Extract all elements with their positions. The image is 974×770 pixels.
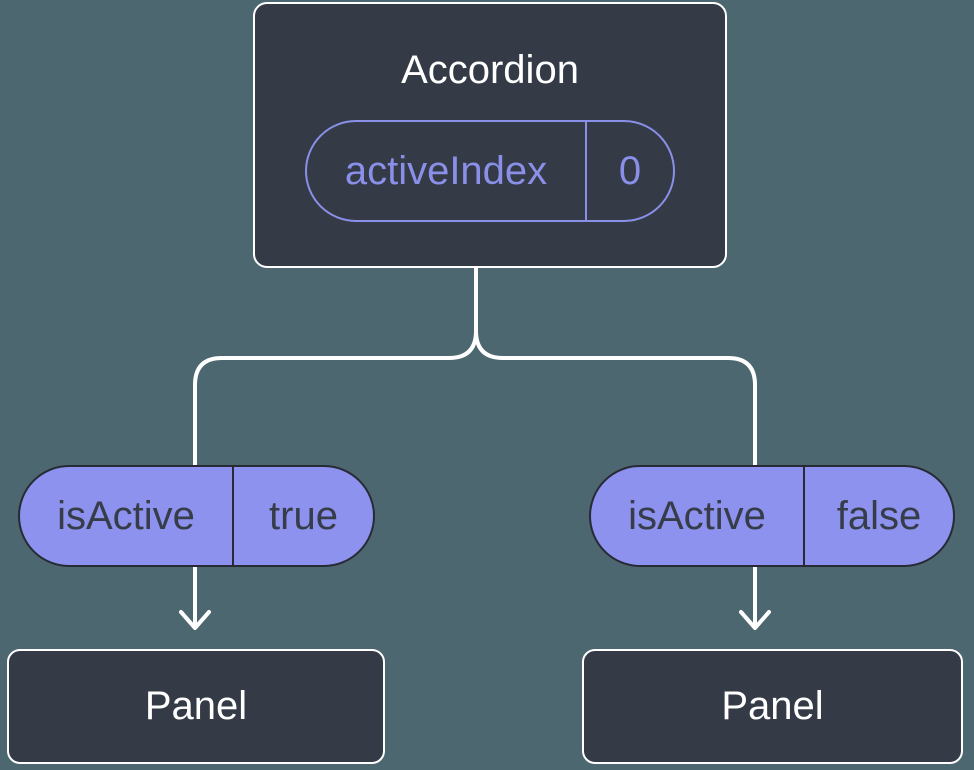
left-prop-name-label: isActive — [20, 467, 234, 565]
right-prop-pill: isActive false — [589, 465, 955, 567]
left-panel-title: Panel — [144, 684, 248, 728]
prop-value-label: 0 — [618, 148, 642, 193]
right-prop-name-label: isActive — [591, 467, 805, 565]
right-arrow — [739, 560, 771, 630]
left-arrow — [179, 560, 211, 630]
state-prop-pill: activeIndex 0 — [305, 120, 675, 222]
accordion-node: Accordion activeIndex 0 — [253, 2, 727, 268]
left-prop-pill: isActive true — [18, 465, 375, 567]
tree-fork-connector — [193, 266, 757, 474]
left-prop-value-label: true — [269, 493, 338, 538]
right-prop-value-label: false — [836, 493, 922, 538]
accordion-node-title: Accordion — [401, 48, 579, 92]
left-panel-node: Panel — [7, 649, 385, 764]
right-panel-title: Panel — [721, 684, 824, 728]
right-panel-node: Panel — [582, 649, 963, 764]
prop-name-label: activeIndex — [307, 122, 587, 220]
